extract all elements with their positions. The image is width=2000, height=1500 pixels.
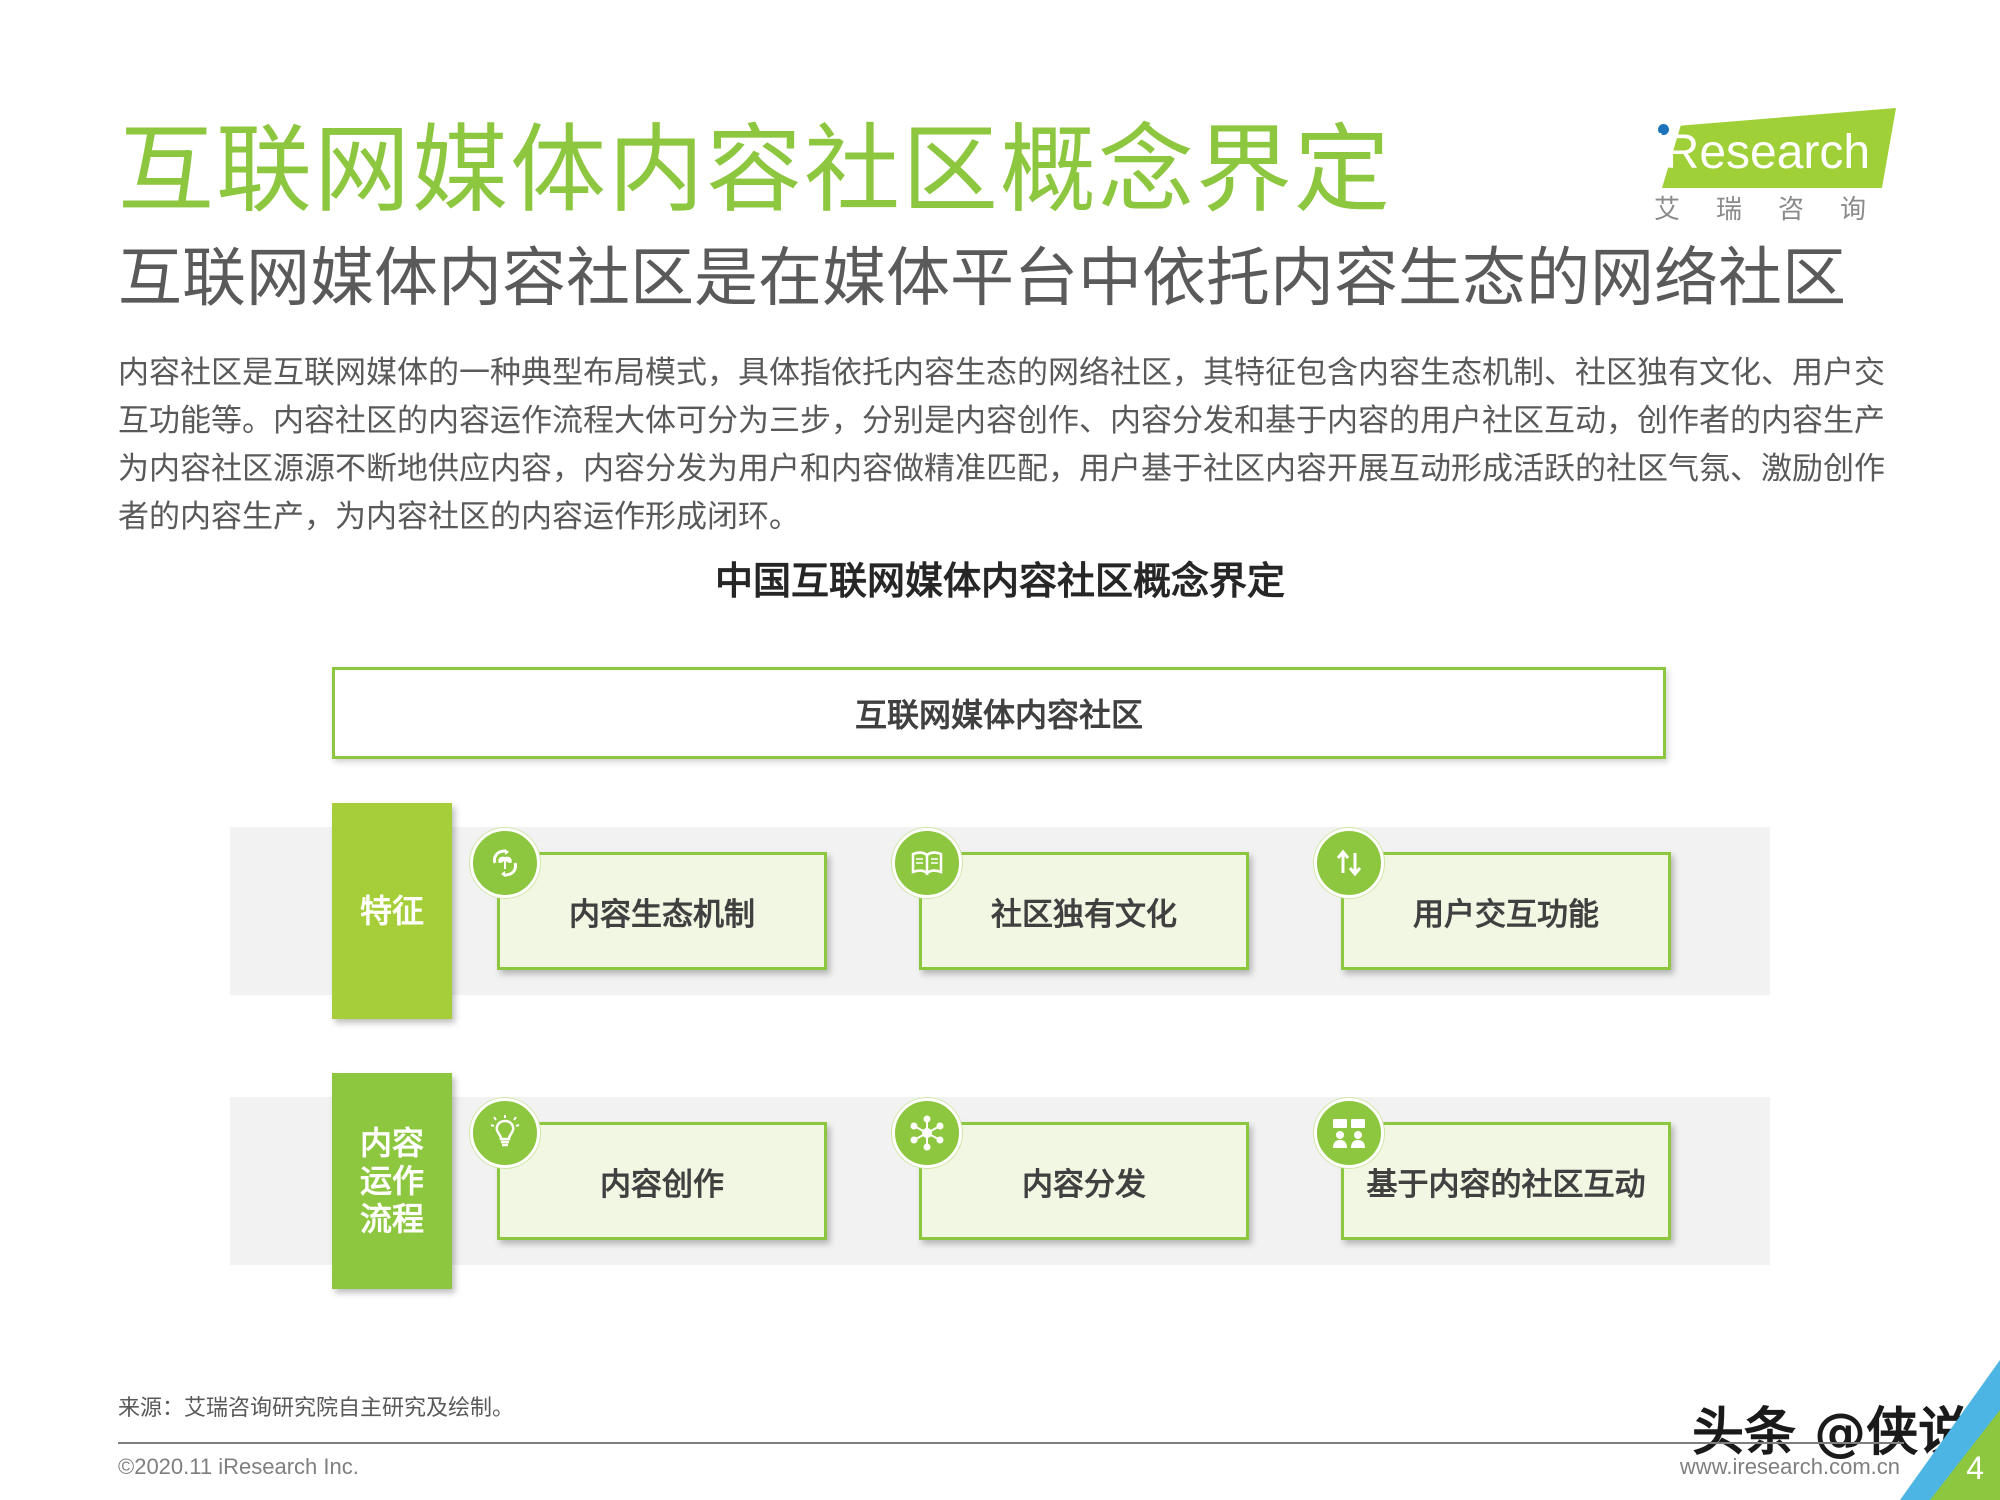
lightbulb-icon (470, 1098, 540, 1168)
row-label-text: 特征 (359, 892, 424, 930)
iresearch-logo: iResearch 艾瑞咨询 (1648, 104, 1900, 234)
watermark: 头条 @侠说 (1692, 1403, 1971, 1463)
row-label-text: 内容 运作 流程 (359, 1124, 424, 1238)
page-number: 4 (1966, 1450, 1984, 1486)
footer-divider (118, 1442, 1904, 1444)
network-distribution-icon (892, 1098, 962, 1168)
process-card-community-interaction: 基于内容的社区互动 (1341, 1122, 1671, 1240)
logo-word: iResearch (1654, 126, 1871, 179)
open-book-icon (892, 828, 962, 898)
logo-dot (1658, 124, 1669, 135)
row-label-process: 内容 运作 流程 (332, 1073, 452, 1289)
process-card-creation: 内容创作 (497, 1122, 827, 1240)
page-subtitle: 互联网媒体内容社区是在媒体平台中依托内容生态的网络社区 (118, 242, 1846, 316)
feature-card-interaction: 用户交互功能 (1341, 852, 1671, 970)
diagram-title: 中国互联网媒体内容社区概念界定 (714, 559, 1285, 603)
process-card-distribution: 内容分发 (919, 1122, 1249, 1240)
row-label-features: 特征 (332, 803, 452, 1019)
copyright: ©2020.11 iResearch Inc. (118, 1454, 359, 1479)
logo-chinese-name: 艾瑞咨询 (1654, 195, 1903, 225)
feature-card-culture: 社区独有文化 (919, 852, 1249, 970)
concept-top-box: 互联网媒体内容社区 (332, 667, 1666, 759)
page-title: 互联网媒体内容社区概念界定 (118, 114, 1392, 226)
description-paragraph: 内容社区是互联网媒体的一种典型布局模式，具体指依托内容生态的网络社区，其特征包含… (118, 355, 1885, 535)
eco-cycle-icon (470, 828, 540, 898)
community-chat-icon (1314, 1098, 1384, 1168)
source-note: 来源：艾瑞咨询研究院自主研究及绘制。 (118, 1396, 515, 1421)
exchange-arrows-icon (1314, 828, 1384, 898)
feature-card-ecosystem: 内容生态机制 (497, 852, 827, 970)
website-url: www.iresearch.com.cn (1679, 1454, 1900, 1479)
